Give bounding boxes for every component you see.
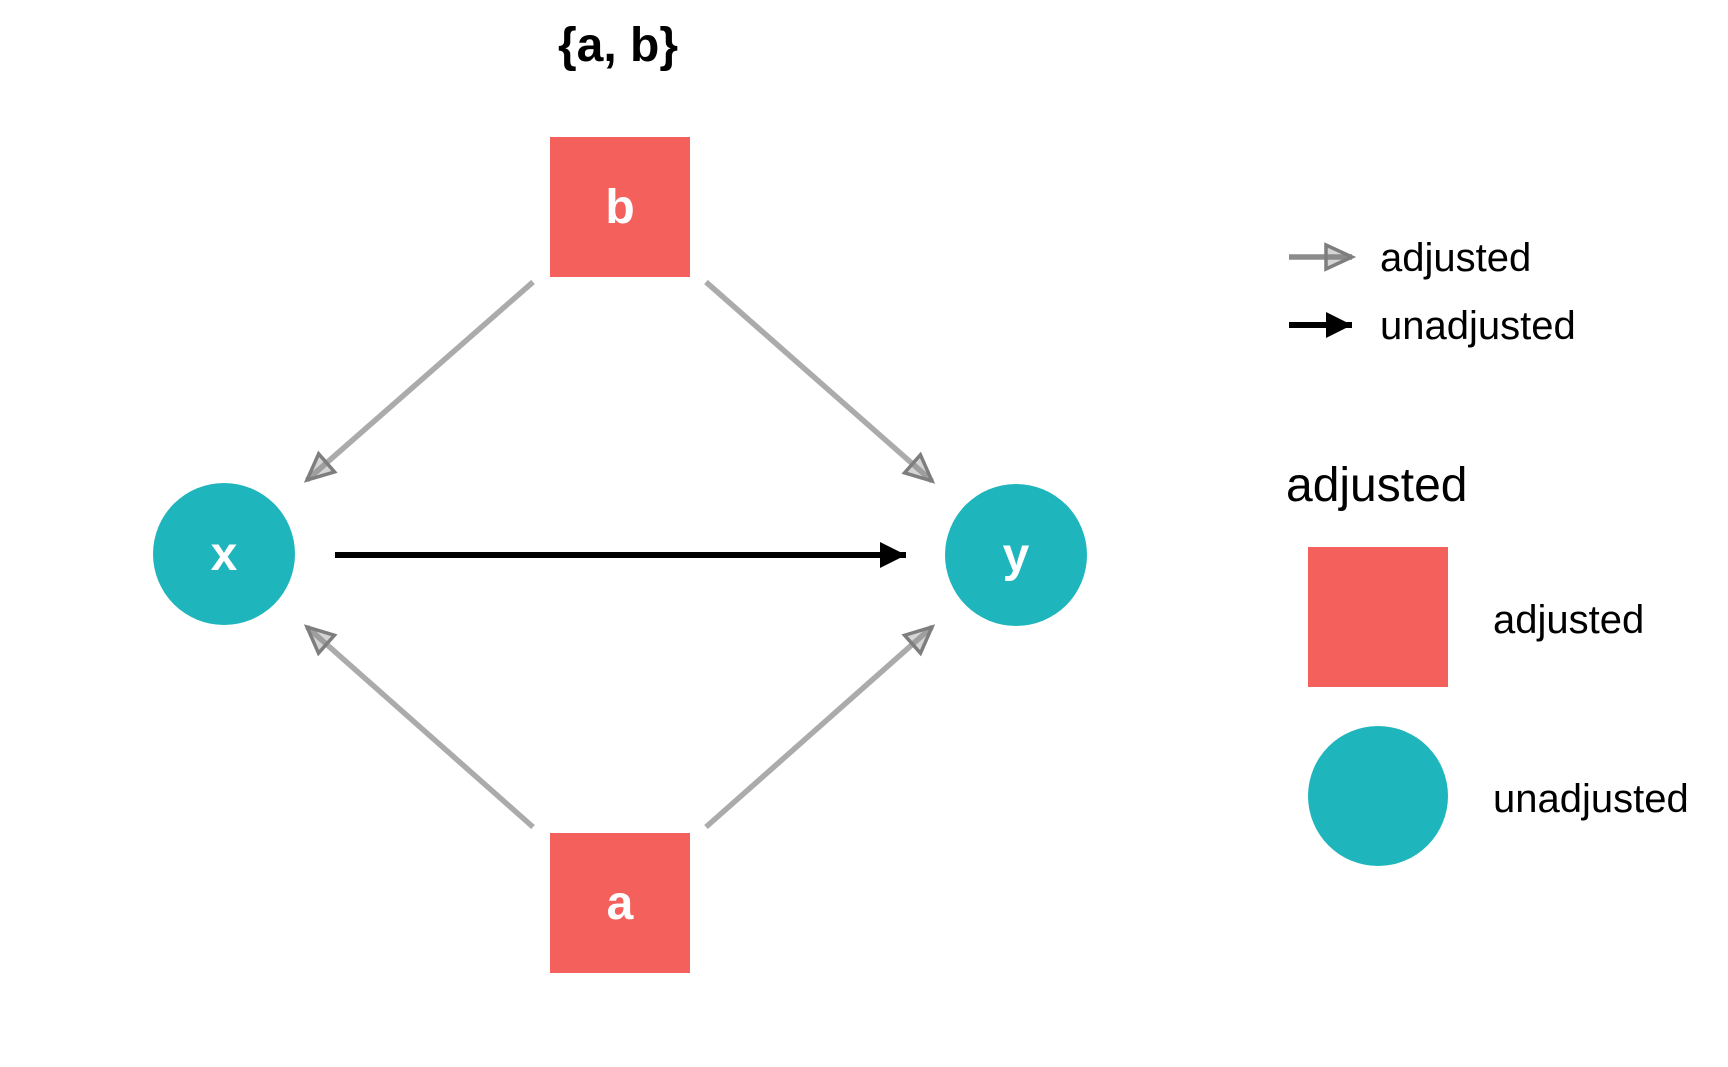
shape-legend-title: adjusted bbox=[1286, 459, 1467, 512]
edges bbox=[303, 279, 936, 830]
nodes: b a x y bbox=[153, 137, 1087, 973]
arrow-legend-item-adjusted: adjusted bbox=[1289, 236, 1531, 280]
node-a-square bbox=[550, 833, 690, 973]
arrow-legend-label-adjusted: adjusted bbox=[1380, 236, 1531, 280]
node-b-square bbox=[550, 137, 690, 277]
unadjusted-circle-swatch bbox=[1308, 726, 1448, 866]
node-x-circle bbox=[153, 483, 295, 625]
edge-a-to-x bbox=[303, 624, 535, 830]
shape-legend-label-adjusted: adjusted bbox=[1493, 598, 1644, 642]
node-b-label: b bbox=[605, 181, 634, 234]
arrow-legend: adjusted unadjusted bbox=[1289, 236, 1576, 348]
edge-a-to-y bbox=[704, 624, 936, 830]
adjusted-square-swatch bbox=[1308, 547, 1448, 687]
edge-b-to-y bbox=[704, 279, 936, 484]
shape-legend-label-unadjusted: unadjusted bbox=[1493, 777, 1689, 821]
plot-title: {a, b} bbox=[558, 19, 678, 72]
shape-legend-item-adjusted: adjusted bbox=[1308, 547, 1644, 687]
node-x-label: x bbox=[211, 528, 238, 581]
shape-legend: adjusted adjusted unadjusted bbox=[1286, 459, 1689, 866]
node-y-circle bbox=[945, 484, 1087, 626]
arrow-legend-label-unadjusted: unadjusted bbox=[1380, 304, 1576, 348]
shape-legend-item-unadjusted: unadjusted bbox=[1308, 726, 1689, 866]
arrow-legend-item-unadjusted: unadjusted bbox=[1289, 304, 1576, 348]
node-a-label: a bbox=[607, 877, 634, 930]
node-y-label: y bbox=[1003, 529, 1030, 582]
edge-b-to-x bbox=[303, 279, 535, 483]
